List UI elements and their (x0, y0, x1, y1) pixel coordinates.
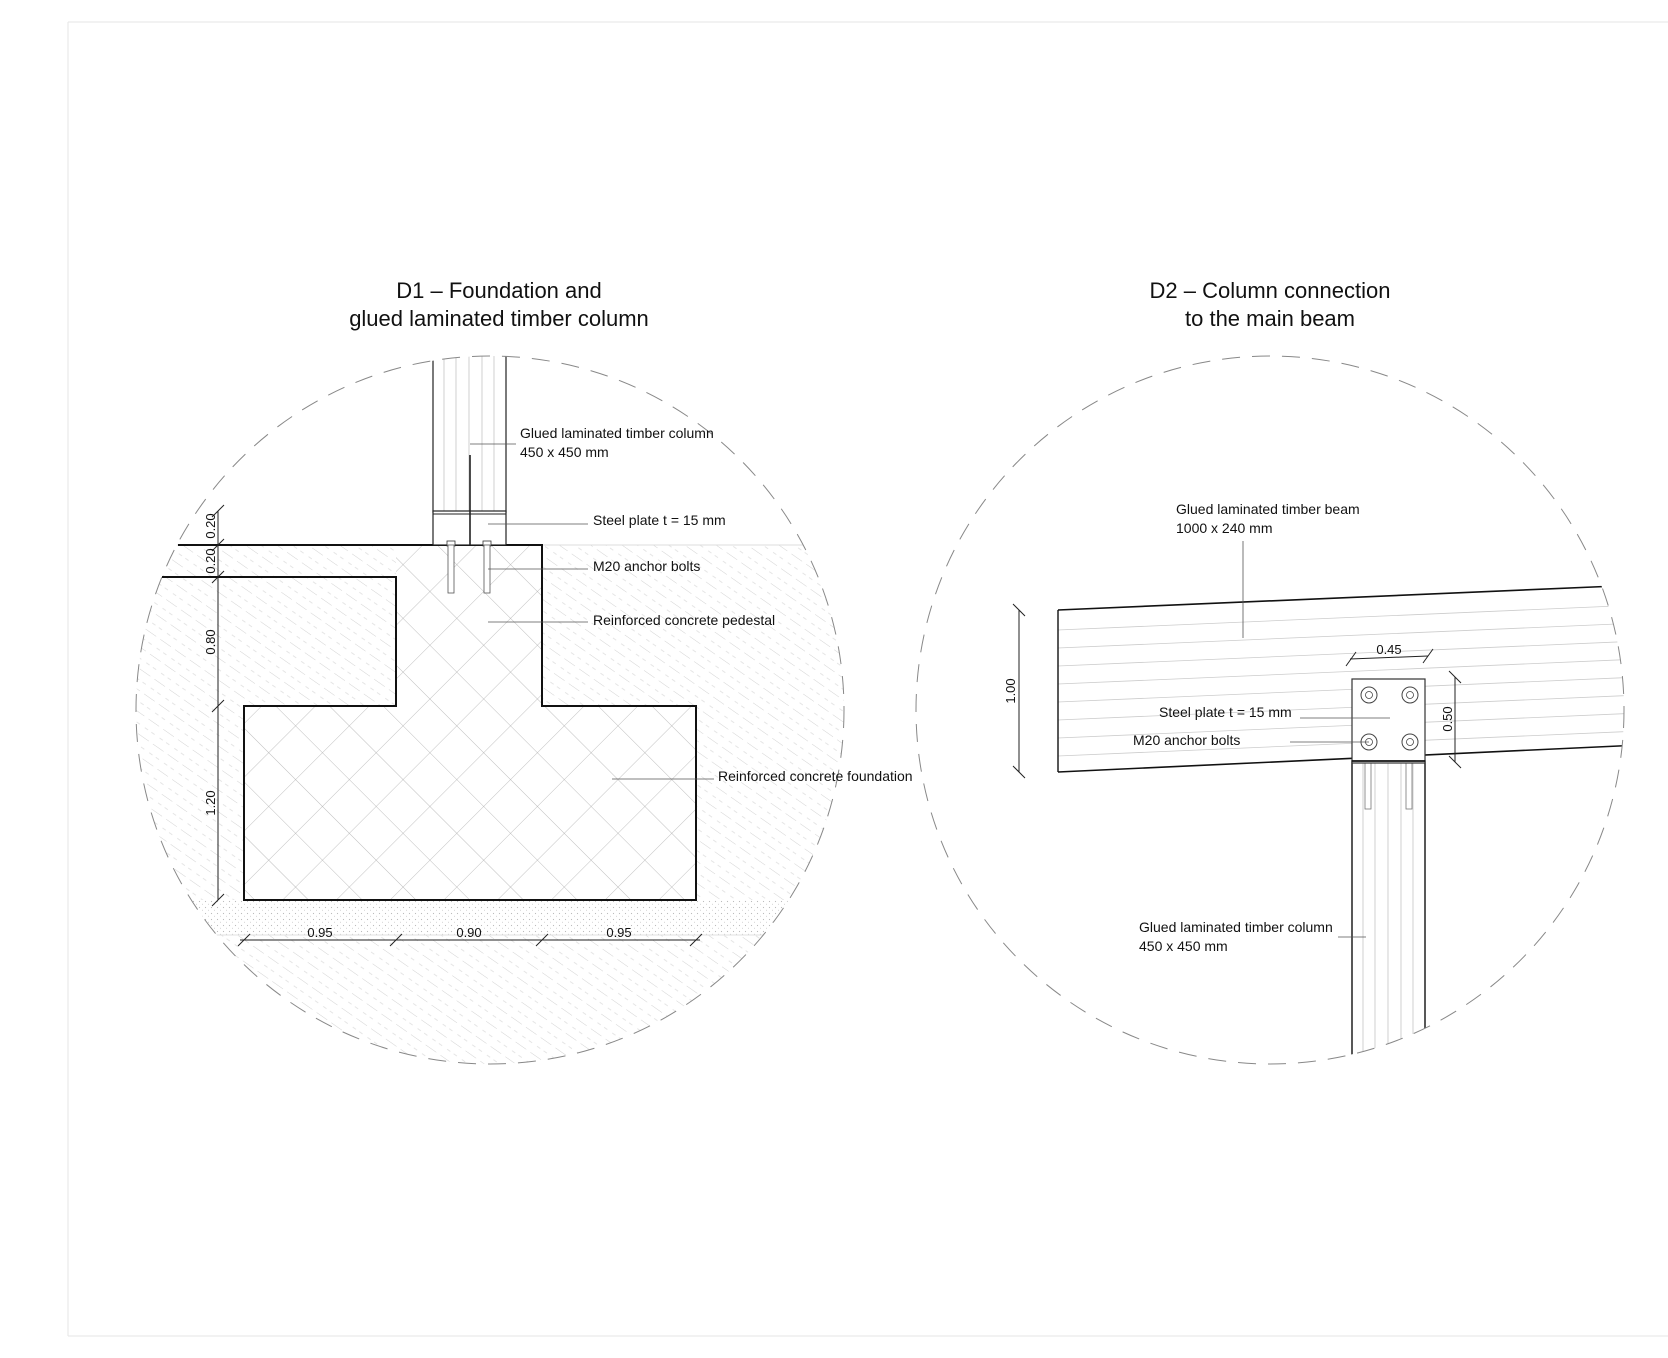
d2-dim-plate-width-tick-right (1422, 648, 1434, 664)
d1-dim-pedestal: 0.80 (203, 629, 218, 654)
d2-label-anchor-bolts: M20 anchor bolts (1133, 732, 1240, 748)
d2-steel-plate (1351, 678, 1426, 764)
d2-beam-bottom-edge (1057, 744, 1624, 773)
d1-hdim-tick-3 (535, 933, 549, 947)
d1-leader-lines (470, 443, 714, 780)
d2-label-beam-name: Glued laminated timber beam (1176, 501, 1360, 517)
d2-dim-plate-width-tick-left (1345, 651, 1357, 667)
d2-label-steel-plate: Steel plate t = 15 mm (1159, 704, 1292, 720)
d1-vertical-dimension-texts: 0.20 0.20 0.80 1.20 (203, 513, 218, 815)
d1-clipped-content (136, 356, 844, 1064)
d2-beam-grain-5 (1057, 676, 1624, 703)
d2-beam-top-edge (1057, 584, 1624, 611)
d1-dim-mid: 0.90 (456, 925, 481, 940)
d1-dim-left: 0.95 (307, 925, 332, 940)
d1-concrete-outline (162, 544, 697, 901)
d1-label-column-name: Glued laminated timber column (520, 425, 714, 441)
d1-detail: Glued laminated timber column 450 x 450 … (135, 355, 913, 1065)
d1-vdim-tick-3 (211, 570, 225, 584)
d1-labels: Glued laminated timber column 450 x 450 … (520, 425, 913, 784)
d2-beam-grain-3 (1057, 640, 1624, 667)
d2-detail: Glued laminated timber beam 1000 x 240 m… (915, 355, 1625, 1065)
d2-leader-lines (1242, 541, 1390, 938)
d1-horizontal-dimension-texts: 0.95 0.90 0.95 (307, 925, 631, 940)
d2-title-line-1: D2 – Column connection (1149, 278, 1391, 303)
d1-dim-top: 0.20 (203, 513, 218, 538)
d1-concrete-hatch (244, 545, 696, 900)
d1-dim-second: 0.20 (203, 548, 218, 573)
d1-label-steel-plate: Steel plate t = 15 mm (593, 512, 726, 528)
d2-dim-plate-width-line (1349, 655, 1429, 660)
d2-bolt-1 (1360, 686, 1378, 704)
d2-bolt-2-inner (1406, 691, 1414, 699)
d1-label-column-size: 450 x 450 mm (520, 444, 609, 460)
d2-clipped-content (1057, 584, 1624, 1064)
d1-steel-connection (432, 455, 507, 594)
d2-label-column-size: 450 x 450 mm (1139, 938, 1228, 954)
d1-vdim-tick-2 (211, 538, 225, 552)
d1-label-anchor-bolts: M20 anchor bolts (593, 558, 700, 574)
d2-title: D2 – Column connection to the main beam (1030, 277, 1510, 333)
d1-detail-circle (135, 355, 845, 1065)
d2-labels: Glued laminated timber beam 1000 x 240 m… (1133, 501, 1360, 954)
d2-beam-grain-4 (1057, 658, 1624, 685)
d2-bolt-2 (1401, 686, 1419, 704)
d1-label-pedestal: Reinforced concrete pedestal (593, 612, 775, 628)
d2-beam-grain-7 (1057, 712, 1624, 739)
d1-vertical-dimensions (211, 504, 225, 907)
d2-beam-grain (1057, 604, 1624, 757)
d2-beam-grain-8 (1057, 730, 1624, 757)
d2-dimensions (1012, 603, 1462, 779)
d2-dim-plate-height: 0.50 (1440, 706, 1455, 731)
d1-vdim-tick-1 (211, 504, 225, 518)
d1-dim-footing: 1.20 (203, 790, 218, 815)
d2-dim-plate-height-tick-top (1448, 670, 1462, 684)
d1-hdim-tick-4 (689, 933, 703, 947)
d2-column-grain (1362, 761, 1414, 1064)
d1-title-line-1: D1 – Foundation and (396, 278, 602, 303)
d2-dim-plate-width: 0.45 (1376, 642, 1401, 657)
d2-beam-grain-2 (1057, 622, 1624, 649)
d1-anchor-bolt-left (447, 544, 455, 594)
d1-hdim-tick-1 (237, 933, 251, 947)
d2-beam-fill (1058, 585, 1624, 772)
d2-detail-circle (915, 355, 1625, 1065)
d2-label-column-name: Glued laminated timber column (1139, 919, 1333, 935)
d1-gravel-bed (136, 900, 844, 935)
d1-horizontal-dimensions (237, 933, 703, 947)
d2-beam-grain-6 (1057, 694, 1624, 721)
d2-bolt-4-inner (1406, 738, 1414, 746)
d2-steel-connection (1351, 678, 1426, 764)
d2-dimension-texts: 1.00 0.45 0.50 (1003, 642, 1455, 732)
d2-dim-plate-height-tick-bottom (1448, 755, 1462, 769)
d2-beam-grain-1 (1057, 604, 1624, 631)
d2-dim-beam-depth: 1.00 (1003, 678, 1018, 703)
d2-bolt-4 (1401, 733, 1419, 751)
d2-label-beam-size: 1000 x 240 mm (1176, 520, 1273, 536)
d2-dim-beam-depth-tick-bottom (1012, 765, 1026, 779)
d1-label-foundation: Reinforced concrete foundation (718, 768, 913, 784)
d2-bolt-1-inner (1365, 691, 1373, 699)
d2-title-line-2: to the main beam (1185, 306, 1355, 331)
d1-vdim-tick-4 (211, 699, 225, 713)
d1-vdim-tick-5 (211, 893, 225, 907)
d1-hdim-tick-2 (389, 933, 403, 947)
d2-dim-beam-depth-tick-top (1012, 603, 1026, 617)
d1-title-line-2: glued laminated timber column (349, 306, 649, 331)
d1-dim-right: 0.95 (606, 925, 631, 940)
d1-title: D1 – Foundation and glued laminated timb… (259, 277, 739, 333)
